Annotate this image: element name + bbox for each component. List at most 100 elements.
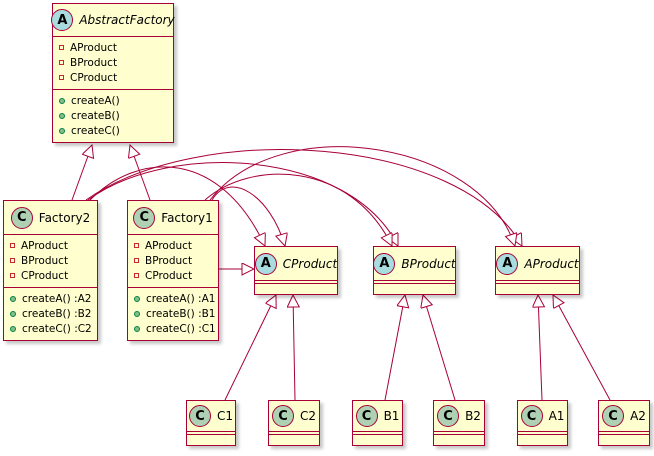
class-name: B2 <box>465 409 481 423</box>
edge-factory1-bproduct <box>204 173 392 246</box>
edge-b2-bproduct <box>423 295 456 401</box>
public-visibility-icon <box>134 310 140 317</box>
method-row: createA() <box>59 93 173 108</box>
edge-factory1-aproduct <box>209 146 515 246</box>
empty-section <box>496 283 579 286</box>
attribute-row: AProduct <box>59 40 173 55</box>
class-name: B1 <box>383 409 400 423</box>
class-abstractfactory[interactable]: A AbstractFactory AProduct BProduct CPro… <box>51 3 175 143</box>
class-name: AbstractFactory <box>79 13 175 27</box>
class-header: C Factory1 <box>128 201 218 234</box>
class-header: C C2 <box>269 401 319 431</box>
method-row: createB() <box>59 108 173 123</box>
class-header: A CProduct <box>254 247 338 280</box>
class-name: C2 <box>299 409 316 423</box>
private-visibility-icon <box>59 60 64 65</box>
class-header: A AProduct <box>496 247 579 280</box>
public-visibility-icon <box>10 325 16 332</box>
abstract-class-icon: A <box>373 252 396 275</box>
attribute-row: AProduct <box>134 238 218 253</box>
class-b2[interactable]: C B2 <box>433 400 485 446</box>
method-row: createB() :B1 <box>134 306 218 321</box>
private-visibility-icon <box>134 273 139 278</box>
class-header: C A1 <box>518 401 567 431</box>
class-name: CProduct <box>282 256 338 271</box>
attribute-row: CProduct <box>59 70 173 85</box>
class-name: C1 <box>216 409 233 423</box>
attribute-row: BProduct <box>59 55 173 70</box>
class-name: A2 <box>630 409 646 423</box>
attribute-row: BProduct <box>134 253 218 268</box>
concrete-class-icon: C <box>355 405 378 427</box>
class-bproduct[interactable]: A BProduct <box>373 246 456 295</box>
edge-factory1-cproduct-curve <box>211 186 285 246</box>
private-visibility-icon <box>10 273 15 278</box>
methods-section: createA() :A1 createB() :B1 createC() :C… <box>128 287 218 340</box>
concrete-class-icon: C <box>437 405 460 427</box>
class-a1[interactable]: C A1 <box>517 400 568 446</box>
empty-section <box>255 283 337 286</box>
private-visibility-icon <box>134 243 139 248</box>
attribute-row: CProduct <box>134 268 218 283</box>
concrete-class-icon: C <box>271 405 294 427</box>
class-name: AProduct <box>524 256 579 271</box>
concrete-class-icon: C <box>133 206 156 229</box>
concrete-class-icon: C <box>10 206 33 229</box>
class-name: Factory1 <box>161 210 213 225</box>
private-visibility-icon <box>59 45 64 50</box>
class-c1[interactable]: C C1 <box>186 400 236 446</box>
class-b1[interactable]: C B1 <box>352 400 403 446</box>
empty-section <box>269 431 319 434</box>
class-cproduct[interactable]: A CProduct <box>254 246 338 295</box>
class-header: C B1 <box>353 401 402 431</box>
private-visibility-icon <box>134 258 139 263</box>
method-row: createA() :A2 <box>10 291 97 306</box>
class-name: Factory2 <box>38 210 91 225</box>
edge-a1-aproduct <box>538 295 542 401</box>
empty-section <box>518 434 567 437</box>
class-header: C Factory2 <box>4 201 97 234</box>
attribute-row: BProduct <box>10 253 97 268</box>
empty-section <box>599 431 649 434</box>
empty-section <box>599 434 649 437</box>
attributes-section: AProduct BProduct CProduct <box>53 36 173 89</box>
abstract-class-icon: A <box>254 252 277 275</box>
private-visibility-icon <box>59 75 64 80</box>
concrete-class-icon: C <box>188 405 211 427</box>
public-visibility-icon <box>59 127 65 134</box>
concrete-class-icon: C <box>520 405 543 427</box>
class-factory1[interactable]: C Factory1 AProduct BProduct CProduct cr… <box>127 200 219 341</box>
attributes-section: AProduct BProduct CProduct <box>4 234 97 287</box>
class-header: A AbstractFactory <box>51 4 175 36</box>
empty-section <box>353 434 402 437</box>
attribute-row: AProduct <box>10 238 97 253</box>
empty-section <box>374 283 455 286</box>
empty-section <box>269 434 319 437</box>
edge-factory2-aproduct <box>85 149 522 246</box>
empty-section <box>374 280 455 283</box>
class-name: A1 <box>548 409 565 423</box>
abstract-class-icon: A <box>496 252 519 275</box>
class-c2[interactable]: C C2 <box>268 400 320 446</box>
empty-section <box>434 431 484 434</box>
class-factory2[interactable]: C Factory2 AProduct BProduct CProduct cr… <box>3 200 98 341</box>
class-aproduct[interactable]: A AProduct <box>495 246 580 295</box>
public-visibility-icon <box>134 295 140 302</box>
empty-section <box>187 431 235 434</box>
methods-section: createA() :A2 createB() :B2 createC() :C… <box>4 287 97 340</box>
method-row: createC() :C1 <box>134 321 218 336</box>
method-row: createB() :B2 <box>10 306 97 321</box>
class-a2[interactable]: C A2 <box>598 400 650 446</box>
edge-a2-aproduct <box>553 295 611 401</box>
class-name: BProduct <box>401 256 456 271</box>
empty-section <box>255 280 337 283</box>
edge-b1-bproduct <box>384 295 405 401</box>
public-visibility-icon <box>59 112 65 119</box>
public-visibility-icon <box>10 310 16 317</box>
public-visibility-icon <box>59 97 65 104</box>
methods-section: createA() createB() createC() <box>53 89 173 142</box>
concrete-class-icon: C <box>602 405 625 427</box>
private-visibility-icon <box>10 243 15 248</box>
empty-section <box>187 434 235 437</box>
